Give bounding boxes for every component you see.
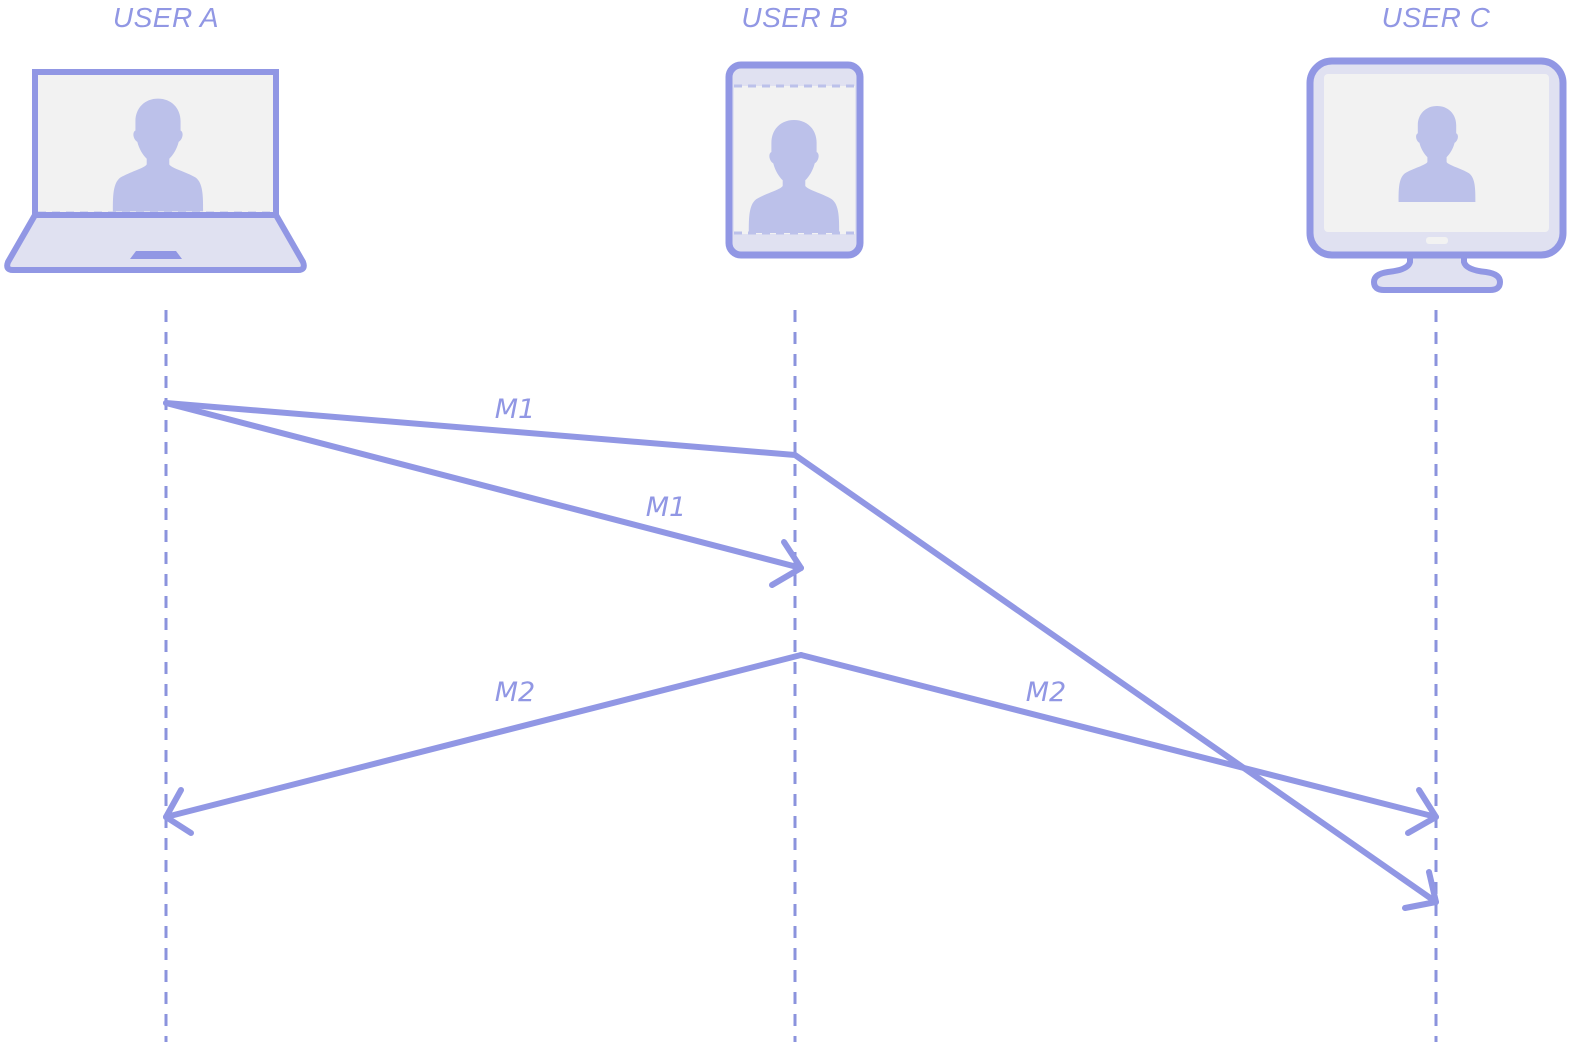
message-m2-to-a (163, 652, 804, 836)
tablet-icon (725, 61, 864, 259)
message-label-m2-to-a: M2 (495, 677, 535, 708)
user-b-label: USER B (741, 2, 849, 33)
message-m2-to-c (798, 652, 1439, 836)
message-label-m2-to-c: M2 (1026, 677, 1066, 708)
message-m1-to-b (163, 400, 804, 588)
laptop-icon (4, 69, 307, 273)
message-label-m1-to-b: M1 (646, 492, 686, 523)
message-m1-to-c (163, 400, 1439, 911)
message-label-m1-to-c: M1 (495, 394, 535, 425)
user-a-label: USER A (112, 2, 220, 33)
monitor-icon (1306, 57, 1567, 293)
user-c-label: USER C (1381, 2, 1491, 33)
